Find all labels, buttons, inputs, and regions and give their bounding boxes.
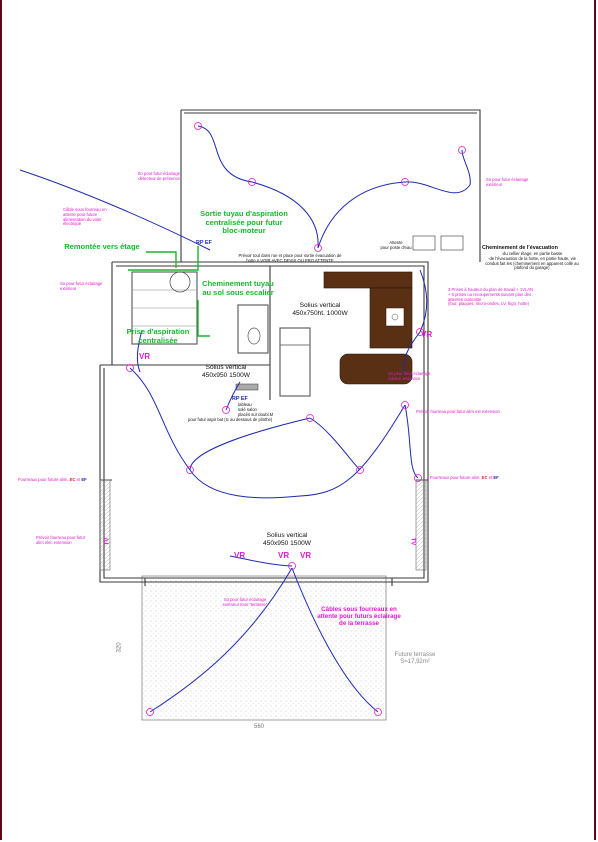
- aspiration-route: [128, 246, 210, 337]
- label-cables-terrasse: Câbles sous fourreaux en attente pour fu…: [317, 606, 401, 628]
- electrical-wiring: [19, 125, 471, 713]
- kitchen-units: [323, 271, 413, 385]
- label-solius-left: Solius vertical 450x950 1500W: [201, 364, 251, 379]
- label-remontee-etage: Remontée vers étage: [64, 242, 140, 251]
- label-prevoir-fourreau-ext: Prévoir fourreau pour futur alim ext ext…: [416, 409, 500, 414]
- label-cheminement-title: Cheminement de l'évacuation: [482, 245, 558, 251]
- label-so-eclairage-ext: So pour futur éclairage extérieur: [60, 281, 103, 291]
- label-so-cuisine: So pour futur éclairage cuisine ambiance: [388, 371, 431, 381]
- water-attente-box: [412, 235, 436, 251]
- label-cable-fourreau: Câble sous fourreau en attente pour futu…: [63, 207, 107, 227]
- label-prise-hauteur: 3 Prises à hauteur du plan de travail + …: [448, 287, 534, 307]
- vr-label-1: VR: [139, 352, 151, 361]
- label-prise-aspiration: Prise d'aspiration centralisée: [126, 327, 190, 345]
- toilet-icon: [247, 327, 261, 345]
- label-rp-box: RP EF: [232, 396, 248, 402]
- label-cheminement: -du cellier étage, en partie basse -de l…: [485, 251, 579, 271]
- tv-label-left: TV: [104, 537, 111, 546]
- dimension-height: 320: [116, 642, 123, 653]
- label-tableau-note2: pour futur aspir bat (tc au dessous de p…: [188, 417, 273, 422]
- label-tableau-note: tableau solé salon placés sur doubl.M: [238, 402, 274, 417]
- label-future-terrasse: Future terrasse S=17,92m²: [394, 652, 436, 665]
- column-icon: [169, 271, 191, 293]
- label-solius-kitchen: Solius vertical 450x750ht. 1000W: [292, 302, 348, 317]
- vr-label-2: VR: [421, 330, 433, 339]
- label-so-terrasse: So pour futur éclairage extérieur tous "…: [222, 597, 268, 607]
- dimension-width: 560: [254, 724, 265, 730]
- label-fourreaux-left: Fourreaux pour future alim. EC et EF: [18, 477, 87, 482]
- label-solius-bottom: Solius vertical 450x950 1500W: [262, 532, 312, 547]
- water-attente-box-2: [440, 235, 464, 251]
- terrace-area: [141, 575, 387, 721]
- label-sortie-aspiration: Sortie tuyau d'aspiration centralisée po…: [200, 209, 288, 236]
- label-so-detecteur: So pour futur éclairage détecteur de pré…: [137, 171, 180, 181]
- vr-label-5: VR: [300, 551, 312, 560]
- right-wall-panel: [415, 479, 427, 571]
- label-prevoir-fourreau-left: Prévoir fourreau pour futur alim elec ex…: [36, 535, 86, 545]
- label-rp-top: RP EF: [196, 240, 212, 246]
- label-so-exterieur: So pour futur éclairage extérieur: [486, 177, 529, 187]
- label-prevoir-place: Prévoir tout dans rue et place pour sort…: [238, 253, 342, 263]
- tv-label-right: TV: [409, 537, 416, 546]
- left-wall-panel: [99, 479, 111, 571]
- label-fourreaux-right: Fourreaux pour future alim. EC et EF: [430, 475, 499, 480]
- outlet-markers: [126, 122, 466, 716]
- vr-label-4: VR: [278, 551, 290, 560]
- label-cheminement-tuyau: Cheminement tuyau au sol sous escalier: [202, 279, 274, 297]
- vr-label-3: VR: [234, 551, 246, 560]
- rp-box: [235, 383, 259, 391]
